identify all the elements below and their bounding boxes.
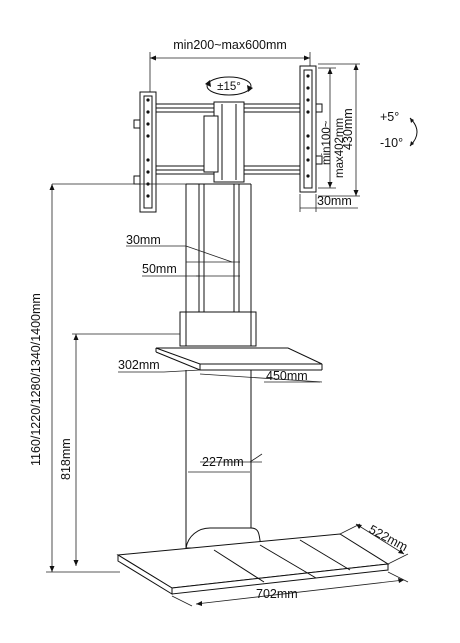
shelf-height-label: 818mm [59,438,73,480]
vesa-width-dimension: min200~max600mm [149,38,311,98]
tilt-up-label: +5° [380,110,399,124]
column-collar [179,311,257,347]
shelf [155,347,323,371]
base [116,527,390,595]
base-width-label: 702mm [256,587,298,601]
column [179,183,257,347]
center-plate [213,101,245,183]
rotation-indicator: ±15° [205,76,253,96]
vesa-height-max-label: max402mm [334,118,346,178]
column-width-label: 50mm [142,262,177,276]
rotation-label: ±15° [217,81,241,93]
vesa-height-min-label: min100~ [321,120,333,165]
shelf-size-dimensions: 302mm 450mm [118,358,323,383]
base-width-dimension: 702mm [171,571,409,607]
vesa-bracket [133,65,323,213]
total-height-label: 1160/1220/1280/1340/1400mm [29,293,43,466]
tilt-indicator: +5° -10° [380,110,418,150]
bracket-depth-dimension: 30mm [299,194,358,212]
base-depth-label: 522mm [367,522,410,554]
column-depth-label: 30mm [126,233,161,247]
lower-column: 227mm [185,370,263,548]
bracket-depth-label: 30mm [317,194,352,208]
column-lower-width-label: 227mm [202,455,244,469]
vesa-height-dimension: min100~ max402mm 430mm [318,63,360,197]
shelf-width-label: 450mm [266,369,308,383]
vesa-width-label: min200~max600mm [173,38,287,52]
total-height-dimension: 1160/1220/1280/1340/1400mm [29,183,186,573]
right-arm [299,65,317,193]
tilt-down-label: -10° [380,136,403,150]
shelf-depth-label: 302mm [118,358,160,372]
column-size-dimensions: 30mm 50mm [126,233,240,277]
bracket-height-label: 430mm [341,108,355,150]
shelf-height-dimension: 818mm [59,333,180,566]
left-arm [139,91,157,213]
